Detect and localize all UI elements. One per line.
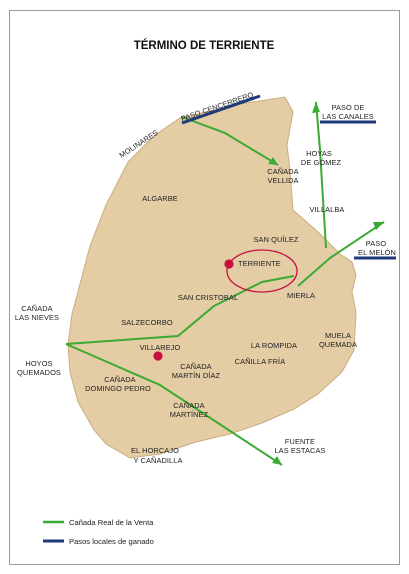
label-algarbe: ALGARBE [142, 194, 178, 203]
arrow-vellida [268, 157, 278, 165]
label-canada-martin-diaz-1: CAÑADA [180, 362, 211, 371]
terriente-village-dot [224, 259, 234, 269]
bar-paso-cencerrero [181, 94, 261, 125]
arrow-las-canales [312, 102, 320, 113]
label-villalba: VILLALBA [310, 205, 345, 214]
label-paso-el-melon-2: EL MELÓN [358, 248, 396, 257]
legend-pasos-locales-label: Pasos locales de ganado [69, 537, 154, 546]
label-fuente-las-estacas-1: FUENTE [285, 437, 315, 446]
route-to-estacas [65, 343, 283, 466]
label-canada-martinez-2: MARTÍNEZ [170, 410, 209, 419]
label-la-rompida: LA ROMPIDA [251, 341, 297, 350]
label-canada-las-nieves-2: LAS NIEVES [15, 313, 59, 322]
label-canada-domingo-pedro-2: DOMINGO PEDRO [85, 384, 151, 393]
route-main-west-east [65, 275, 295, 345]
label-villarejo: VILLAREJO [140, 343, 181, 352]
label-san-quilez: SAN QUÍLEZ [254, 235, 299, 244]
legend-canada-real-label: Cañada Real de la Venta [69, 518, 154, 527]
route-villalba-las-canales [315, 101, 327, 249]
route-cencerrero-vellida [181, 116, 279, 166]
label-canada-vellida-1: CAÑADA [267, 167, 298, 176]
label-terriente: TERRIENTE [238, 259, 281, 268]
label-canada-vellida-2: VELLIDA [267, 176, 298, 185]
label-mierla: MIERLA [287, 291, 315, 300]
label-muela-quemada-1: MUELA [325, 331, 351, 340]
route-mierla-el-melon [297, 221, 385, 287]
terriente-territory [67, 96, 357, 459]
label-hoyos-quemados-1: HOYOS [25, 359, 52, 368]
label-paso-de-las-canales-2: LAS CANALES [322, 112, 374, 121]
label-canada-las-nieves-1: CAÑADA [21, 304, 52, 313]
label-canada-martin-diaz-2: MARTÍN DÍAZ [172, 371, 221, 380]
canada-real-routes [65, 101, 385, 466]
label-paso-el-melon-1: PASO [366, 239, 387, 248]
legend: Cañada Real de la Venta Pasos locales de… [43, 518, 154, 546]
label-muela-quemada-2: QUEMADA [319, 340, 357, 349]
label-fuente-las-estacas-2: LAS ESTACAS [274, 446, 325, 455]
pasos-locales-bars [181, 94, 396, 260]
terriente-highlight-ring [226, 249, 298, 293]
label-el-horcajo-2: Y CAÑADILLA [133, 456, 182, 465]
label-hoyas-de-gomez-2: DE GÓMEZ [301, 158, 342, 167]
label-hoyos-quemados-2: QUEMADOS [17, 368, 61, 377]
label-canilla-fria: CAÑILLA FRÍA [235, 357, 286, 366]
arrow-las-estacas [272, 456, 282, 465]
arrow-el-melon [373, 222, 384, 230]
label-paso-de-las-canales-1: PASO DE [331, 103, 364, 112]
label-salzecorbo: SALZECORBO [121, 318, 173, 327]
villarejo-village-dot [153, 351, 163, 361]
label-san-cristobal: SAN CRISTOBAL [178, 293, 238, 302]
label-el-horcajo-1: EL HORCAJO [131, 446, 179, 455]
label-hoyas-de-gomez-1: HOYAS [306, 149, 332, 158]
label-canada-domingo-pedro-1: CAÑADA [104, 375, 135, 384]
label-canada-martinez-1: CAÑADA [173, 401, 204, 410]
map-title: TÉRMINO DE TERRIENTE [134, 39, 275, 52]
